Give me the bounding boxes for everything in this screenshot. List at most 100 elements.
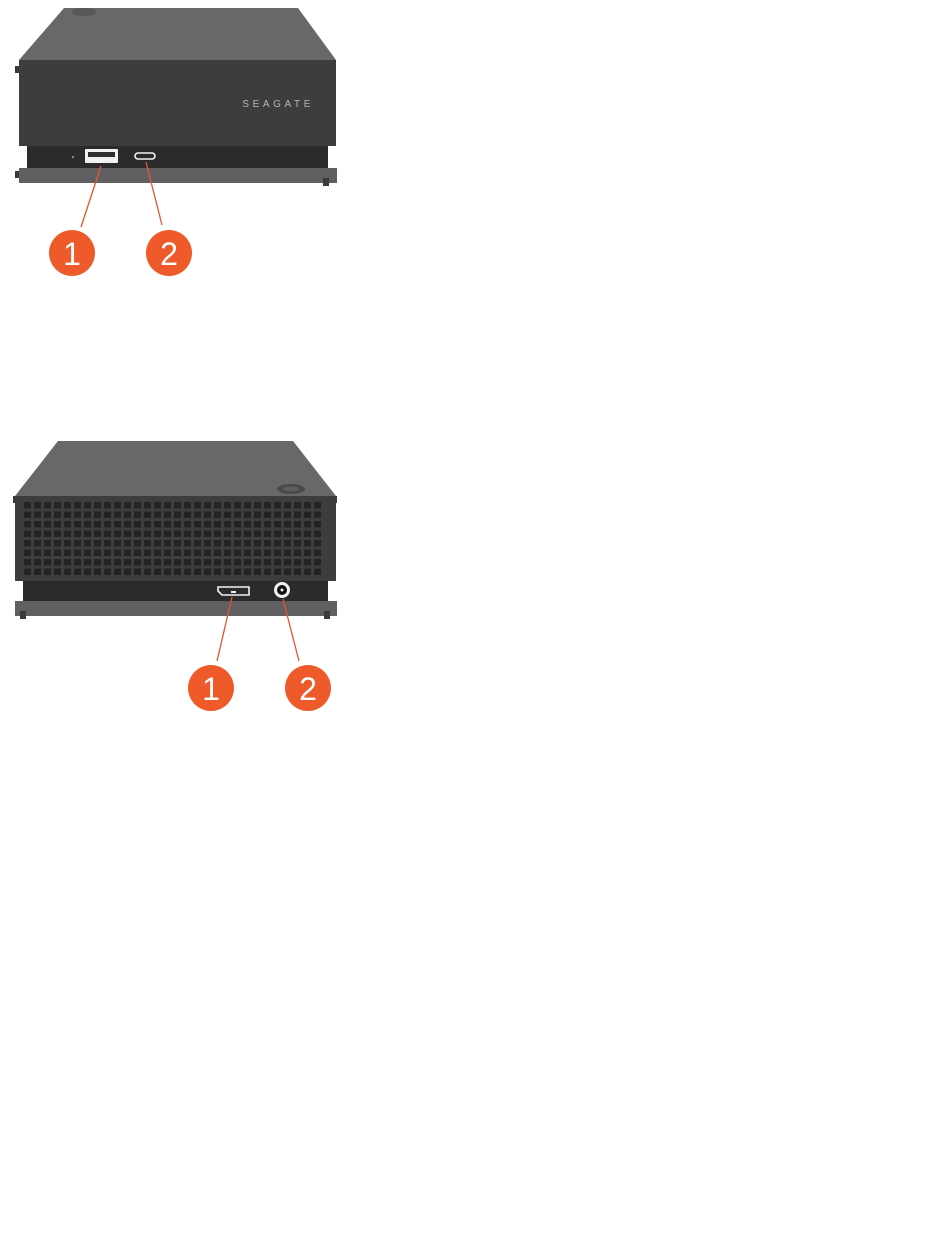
vent-slot	[84, 531, 91, 538]
vent-slot	[74, 521, 81, 528]
vent-slot	[54, 521, 61, 528]
vent-slot	[194, 559, 201, 566]
side-nub	[15, 66, 19, 73]
vent-slot	[134, 559, 141, 566]
vent-slot	[194, 531, 201, 538]
vent-slot	[104, 521, 111, 528]
vent-slot	[204, 559, 211, 566]
vent-slot	[104, 512, 111, 519]
vent-slot	[44, 569, 51, 576]
vent-slot	[254, 512, 261, 519]
vent-slot	[44, 540, 51, 547]
base-foot	[323, 178, 329, 186]
vent-slot	[44, 550, 51, 557]
usb-a-port	[85, 149, 118, 163]
vent-slot	[314, 540, 321, 547]
vent-slot	[114, 502, 121, 509]
vent-slot	[304, 512, 311, 519]
vent-slot	[104, 540, 111, 547]
vent-slot	[94, 540, 101, 547]
vent-slot	[54, 512, 61, 519]
vent-slot	[154, 512, 161, 519]
vent-slot	[314, 569, 321, 576]
vent-slot	[84, 569, 91, 576]
vent-slot	[234, 512, 241, 519]
vent-slot	[164, 559, 171, 566]
vent-slot	[284, 550, 291, 557]
vent-slot	[54, 550, 61, 557]
vent-slot	[114, 512, 121, 519]
vent-slot	[264, 512, 271, 519]
vent-slot	[184, 559, 191, 566]
vent-slot	[94, 521, 101, 528]
vent-slot	[154, 502, 161, 509]
vent-slot	[174, 512, 181, 519]
vent-slot	[224, 569, 231, 576]
callout-badge: 1	[188, 665, 234, 711]
vent-slot	[94, 550, 101, 557]
vent-slot	[34, 569, 41, 576]
vent-slot	[274, 569, 281, 576]
vent-slot	[24, 512, 31, 519]
logo-mark-icon	[72, 8, 96, 16]
vent-slot	[54, 559, 61, 566]
vent-slot	[144, 531, 151, 538]
vent-slot	[174, 559, 181, 566]
vent-slot	[224, 521, 231, 528]
vent-slot	[294, 502, 301, 509]
vent-slot	[154, 540, 161, 547]
power-port	[274, 582, 290, 598]
vent-slot	[304, 540, 311, 547]
vent-slot	[154, 550, 161, 557]
vent-slot	[184, 531, 191, 538]
callout-number: 2	[160, 236, 178, 272]
vent-slot	[234, 521, 241, 528]
vent-slot	[134, 521, 141, 528]
vent-slot	[314, 531, 321, 538]
vent-slot	[104, 559, 111, 566]
vent-slot	[184, 512, 191, 519]
vent-slot	[164, 540, 171, 547]
vent-slot	[314, 559, 321, 566]
vent-slot	[134, 512, 141, 519]
vent-slot	[124, 521, 131, 528]
vent-slot	[134, 569, 141, 576]
vent-slot	[94, 559, 101, 566]
rear-view-figure: 1 2	[13, 441, 337, 711]
vent-slot	[24, 550, 31, 557]
vent-slot	[254, 559, 261, 566]
vent-slot	[274, 502, 281, 509]
vent-slot	[64, 531, 71, 538]
vent-slot	[204, 540, 211, 547]
vent-slot	[114, 531, 121, 538]
vent-slot	[104, 550, 111, 557]
vent-slot	[284, 502, 291, 509]
vent-slot	[154, 521, 161, 528]
vent-slot	[194, 502, 201, 509]
vent-slot	[144, 540, 151, 547]
vent-slot	[254, 540, 261, 547]
vent-slot	[164, 502, 171, 509]
vent-slot	[204, 531, 211, 538]
vent-slot	[284, 512, 291, 519]
vent-slot	[284, 521, 291, 528]
vent-slot	[164, 531, 171, 538]
vent-slot	[224, 512, 231, 519]
vent-slot	[84, 521, 91, 528]
vent-slot	[244, 512, 251, 519]
vent-slot	[84, 502, 91, 509]
vent-slot	[144, 559, 151, 566]
vent-slot	[224, 559, 231, 566]
vent-slot	[284, 559, 291, 566]
vent-slot	[234, 550, 241, 557]
vent-slot	[274, 521, 281, 528]
callout-badge: 1	[49, 230, 95, 276]
vent-slot	[94, 531, 101, 538]
vent-slot	[74, 550, 81, 557]
vent-slot	[294, 559, 301, 566]
base-foot	[20, 611, 26, 619]
vent-slot	[314, 521, 321, 528]
vent-slot	[264, 550, 271, 557]
vent-slot	[314, 550, 321, 557]
vent-slot	[254, 550, 261, 557]
